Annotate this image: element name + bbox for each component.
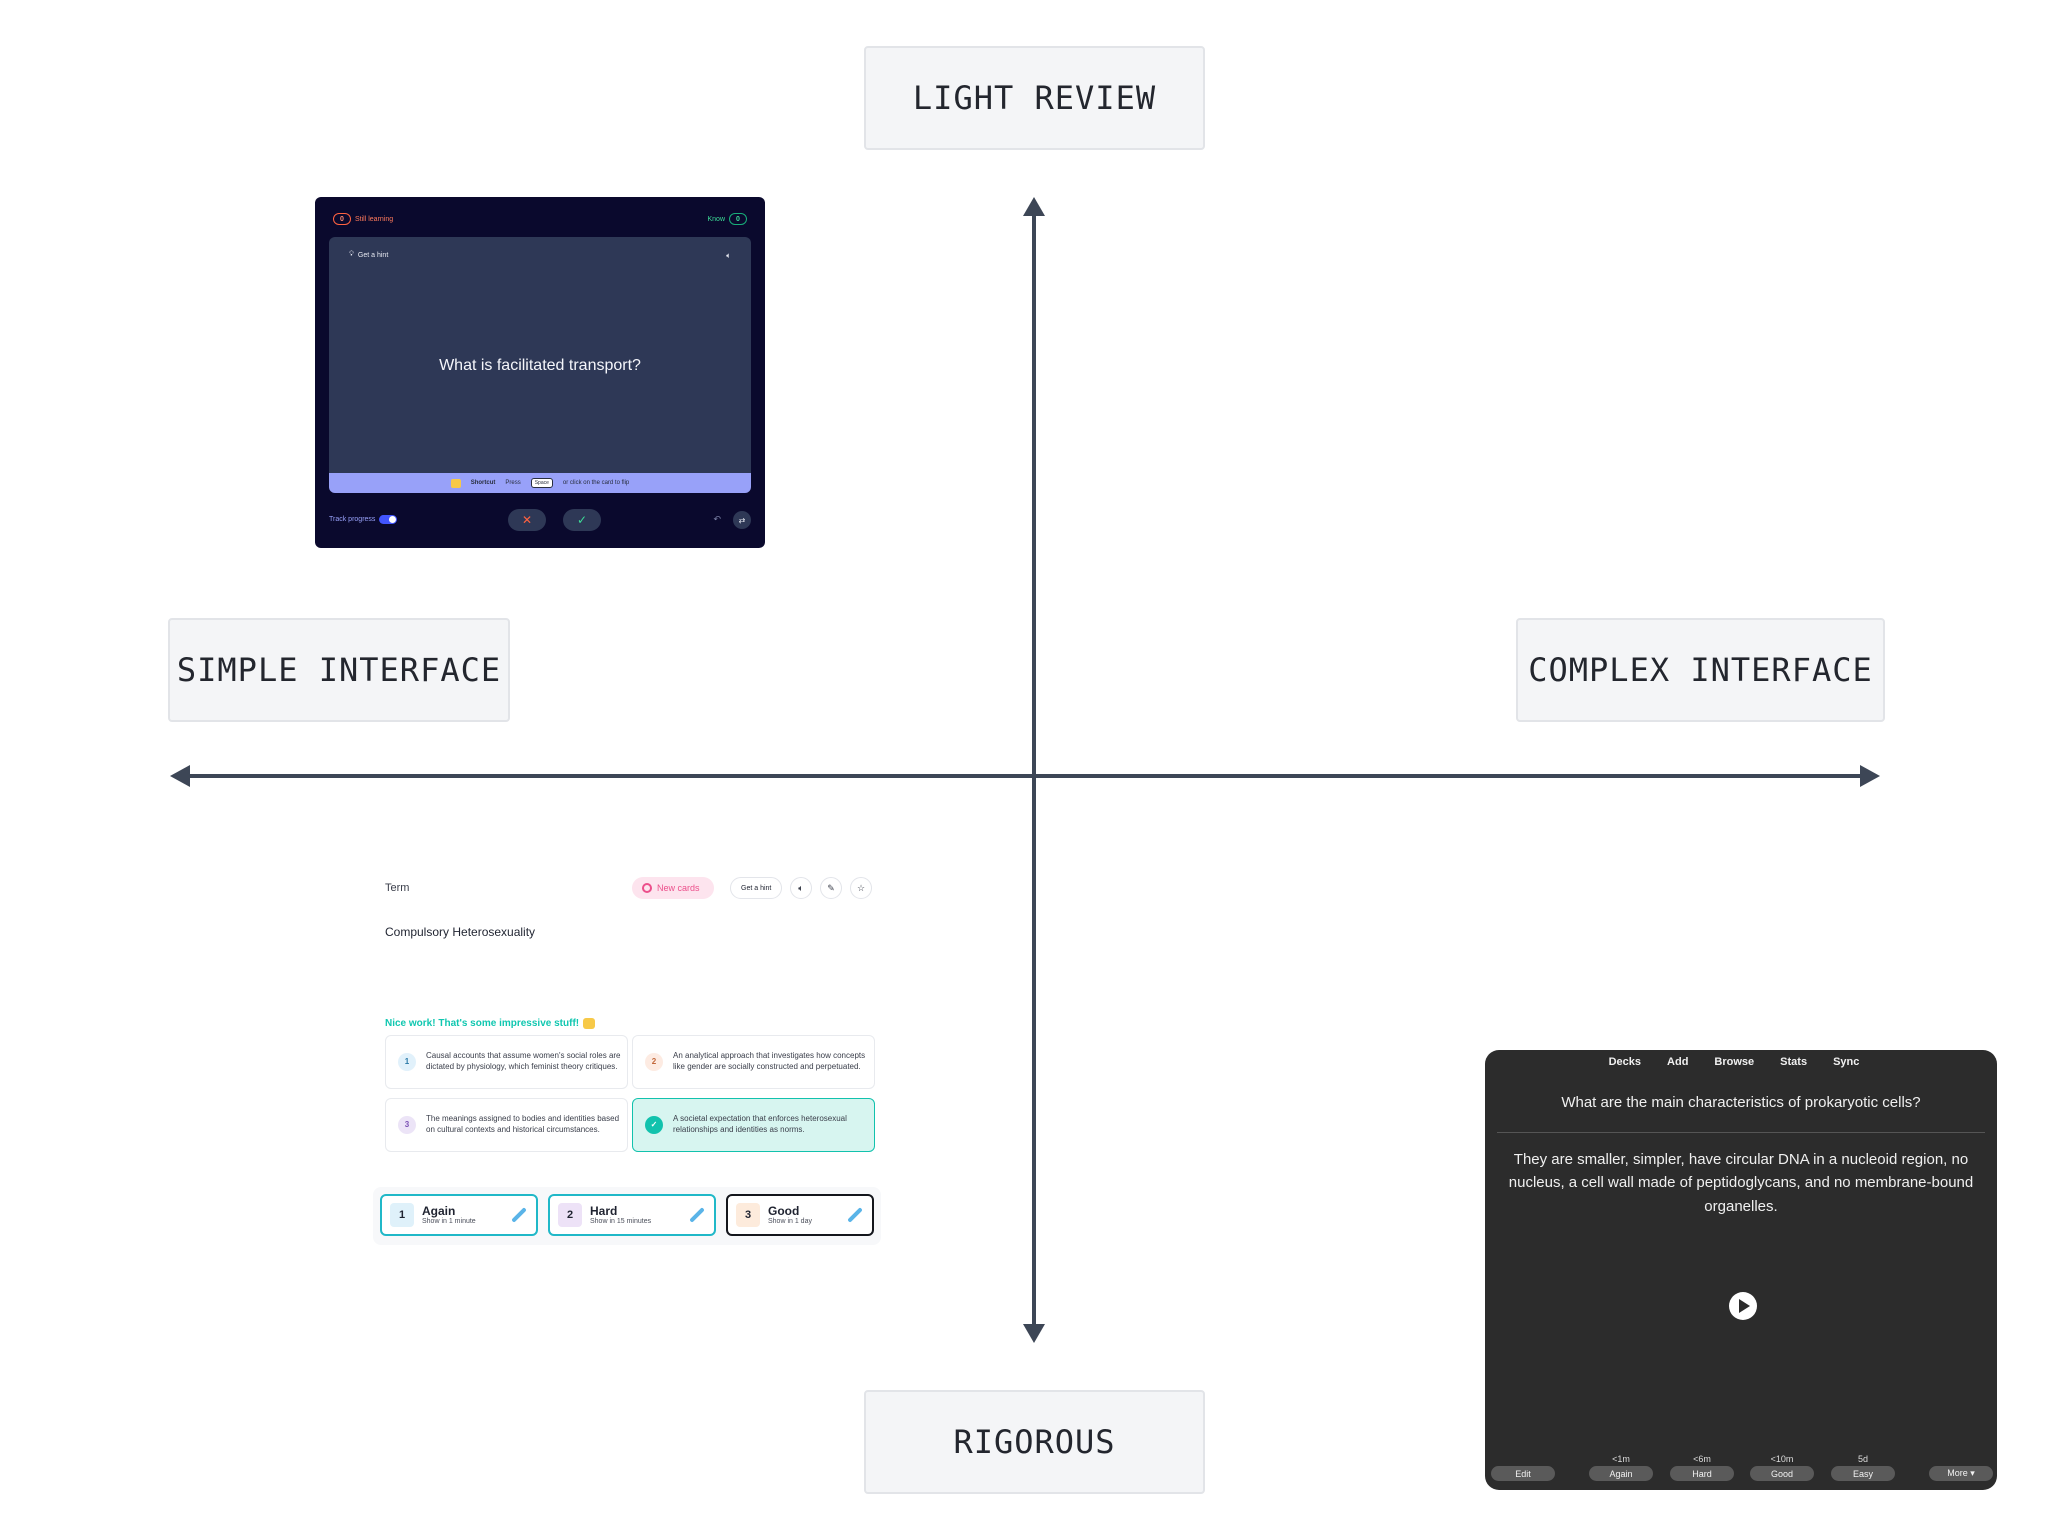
speaker-icon[interactable]: 🔈︎	[790, 877, 812, 899]
still-learning-count: 0	[333, 213, 351, 225]
close-icon[interactable]: ✕	[508, 509, 546, 531]
answer-option-correct[interactable]: ✓ A societal expectation that enforces h…	[632, 1098, 875, 1152]
shortcut-label: Shortcut	[470, 480, 496, 486]
axis-label-complex-interface: COMPLEX INTERFACE	[1516, 618, 1885, 722]
axis-label-rigorous: RIGOROUS	[864, 1390, 1205, 1494]
option-number: 1	[398, 1053, 416, 1071]
option-number: 2	[645, 1053, 663, 1071]
check-icon: ✓	[645, 1116, 663, 1134]
play-icon[interactable]	[1729, 1292, 1757, 1320]
rating-interval: Show in 15 minutes	[590, 1217, 652, 1225]
rating-number: 3	[736, 1203, 760, 1227]
anki-menu: Decks Add Browse Stats Sync	[1485, 1056, 1997, 1068]
option-text: Causal accounts that assume women's soci…	[426, 1051, 621, 1071]
undo-icon[interactable]: ↶	[713, 514, 721, 524]
answer-option-2[interactable]: 2 An analytical approach that investigat…	[632, 1035, 875, 1089]
hard-interval: <6m	[1693, 1454, 1711, 1464]
good-button[interactable]: 3 Good Show in 1 day	[726, 1194, 874, 1236]
good-button[interactable]: Good	[1750, 1466, 1814, 1481]
pencil-icon	[847, 1207, 863, 1223]
hint-button[interactable]: 💡︎ Get a hint	[349, 251, 388, 259]
option-text: An analytical approach that investigates…	[673, 1051, 866, 1071]
good-interval: <10m	[1770, 1454, 1794, 1464]
again-button[interactable]: 1 Again Show in 1 minute	[380, 1194, 538, 1236]
quizlet-flashcard-screenshot: 0 Still learning Know 0 💡︎ Get a hint 🔈︎…	[315, 197, 765, 548]
easy-button[interactable]: Easy	[1831, 1466, 1895, 1481]
star-icon[interactable]: ☆	[850, 877, 872, 899]
pencil-icon	[689, 1207, 705, 1223]
flashcard[interactable]: 💡︎ Get a hint 🔈︎ What is facilitated tra…	[329, 237, 751, 473]
check-icon[interactable]: ✓	[563, 509, 601, 531]
pencil-icon	[511, 1207, 527, 1223]
answer-option-1[interactable]: 1 Causal accounts that assume women's so…	[385, 1035, 628, 1089]
rating-label: Again	[422, 1203, 456, 1218]
option-text: A societal expectation that enforces het…	[673, 1114, 847, 1134]
shortcut-banner: Shortcut Press Space or click on the car…	[329, 473, 751, 493]
rating-number: 2	[558, 1203, 582, 1227]
answer-option-3[interactable]: 3 The meanings assigned to bodies and id…	[385, 1098, 628, 1152]
shortcut-instruction: or click on the card to flip	[562, 480, 630, 486]
still-learning-label: Still learning	[355, 215, 394, 223]
hint-label: Get a hint	[357, 251, 389, 259]
still-learning-counter[interactable]: 0 Still learning	[329, 213, 393, 225]
hard-button[interactable]: 2 Hard Show in 15 minutes	[548, 1194, 716, 1236]
know-counter[interactable]: Know 0	[707, 213, 751, 225]
arrow-down	[1023, 1324, 1045, 1343]
card-question: What are the main characteristics of pro…	[1561, 1094, 1921, 1111]
axis-label-simple-interface: SIMPLE INTERFACE	[168, 618, 510, 722]
option-number: 3	[398, 1116, 416, 1134]
arrow-right	[1860, 765, 1880, 787]
anki-screenshot: Decks Add Browse Stats Sync What are the…	[1485, 1050, 1997, 1490]
new-cards-badge: New cards	[632, 877, 714, 899]
progress-bar: 0 Still learning Know 0	[329, 211, 751, 227]
again-interval: <1m	[1612, 1454, 1630, 1464]
controls-bar: Track progress ✕ ✓ ↶ ⇄	[329, 509, 751, 533]
rating-number: 1	[390, 1203, 414, 1227]
track-progress: Track progress	[329, 515, 398, 524]
again-button[interactable]: Again	[1589, 1466, 1653, 1481]
arrow-left	[170, 765, 190, 787]
quizlet-learn-screenshot: Term New cards Get a hint 🔈︎ ✎ ☆ Compuls…	[370, 868, 890, 1254]
rating-interval: Show in 1 minute	[422, 1217, 476, 1225]
arrow-up	[1023, 197, 1045, 216]
edit-button[interactable]: Edit	[1491, 1466, 1555, 1481]
divider	[1497, 1132, 1985, 1133]
track-progress-toggle[interactable]	[379, 515, 398, 524]
menu-sync[interactable]: Sync	[1833, 1056, 1860, 1068]
pencil-icon[interactable]: ✎	[820, 877, 842, 899]
menu-add[interactable]: Add	[1667, 1056, 1689, 1068]
new-cards-label: New cards	[657, 883, 700, 893]
shortcut-press: Press	[505, 480, 521, 486]
hard-button[interactable]: Hard	[1670, 1466, 1734, 1481]
rating-label: Hard	[590, 1203, 618, 1218]
hint-button[interactable]: Get a hint	[730, 877, 783, 899]
term-label: Term	[385, 882, 410, 894]
menu-decks[interactable]: Decks	[1608, 1056, 1642, 1068]
menu-stats[interactable]: Stats	[1780, 1056, 1808, 1068]
shuffle-icon[interactable]: ⇄	[733, 511, 751, 529]
rating-interval: Show in 1 day	[768, 1217, 812, 1225]
card-question: What is facilitated transport?	[439, 357, 641, 374]
speaker-icon[interactable]: 🔈︎	[726, 251, 731, 260]
know-label: Know	[707, 215, 725, 223]
emoji-icon	[583, 1018, 596, 1029]
space-key: Space	[530, 478, 553, 488]
progress-ring-icon	[642, 883, 652, 893]
feedback-message: Nice work! That's some impressive stuff!	[385, 1018, 596, 1029]
option-text: The meanings assigned to bodies and iden…	[426, 1114, 620, 1134]
card-answer: They are smaller, simpler, have circular…	[1508, 1151, 1974, 1215]
feedback-text: Nice work! That's some impressive stuff!	[385, 1018, 580, 1029]
lightbulb-icon: 💡︎	[349, 251, 354, 258]
know-count: 0	[729, 213, 747, 225]
more-button[interactable]: More ▾	[1929, 1466, 1993, 1481]
rating-label: Good	[768, 1203, 800, 1218]
menu-browse[interactable]: Browse	[1714, 1056, 1755, 1068]
emoji-icon	[450, 478, 461, 488]
term-prompt: Compulsory Heterosexuality	[385, 925, 536, 939]
track-progress-label: Track progress	[329, 516, 376, 523]
axis-label-light-review: LIGHT REVIEW	[864, 46, 1205, 150]
easy-interval: 5d	[1857, 1454, 1868, 1464]
